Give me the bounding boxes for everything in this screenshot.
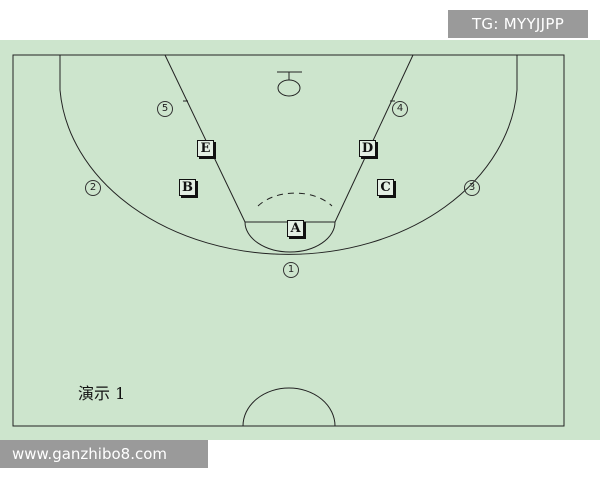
- player-D: D: [359, 140, 376, 157]
- free-throw-circle-lower: [244, 221, 336, 253]
- tg-watermark: TG: MYYJJPP: [448, 10, 588, 38]
- rim: [277, 79, 301, 97]
- three-point-line: [59, 55, 518, 255]
- spot-2: 2: [85, 180, 101, 196]
- player-E: E: [197, 140, 214, 157]
- spot-1: 1: [283, 262, 299, 278]
- center-circle-half: [242, 387, 336, 427]
- player-B: B: [179, 179, 196, 196]
- player-A: A: [287, 220, 304, 237]
- diagram-caption: 演示 1: [78, 384, 126, 403]
- free-throw-circle-upper-dashed: [257, 192, 333, 207]
- court-background: [0, 40, 600, 440]
- lane-line-left: [164, 54, 246, 223]
- spot-3: 3: [464, 180, 480, 196]
- spot-5: 5: [157, 101, 173, 117]
- url-watermark: www.ganzhibo8.com: [0, 440, 208, 468]
- player-C: C: [377, 179, 394, 196]
- lane-line-right: [334, 54, 414, 223]
- spot-4: 4: [392, 101, 408, 117]
- court-boundary: [12, 54, 565, 427]
